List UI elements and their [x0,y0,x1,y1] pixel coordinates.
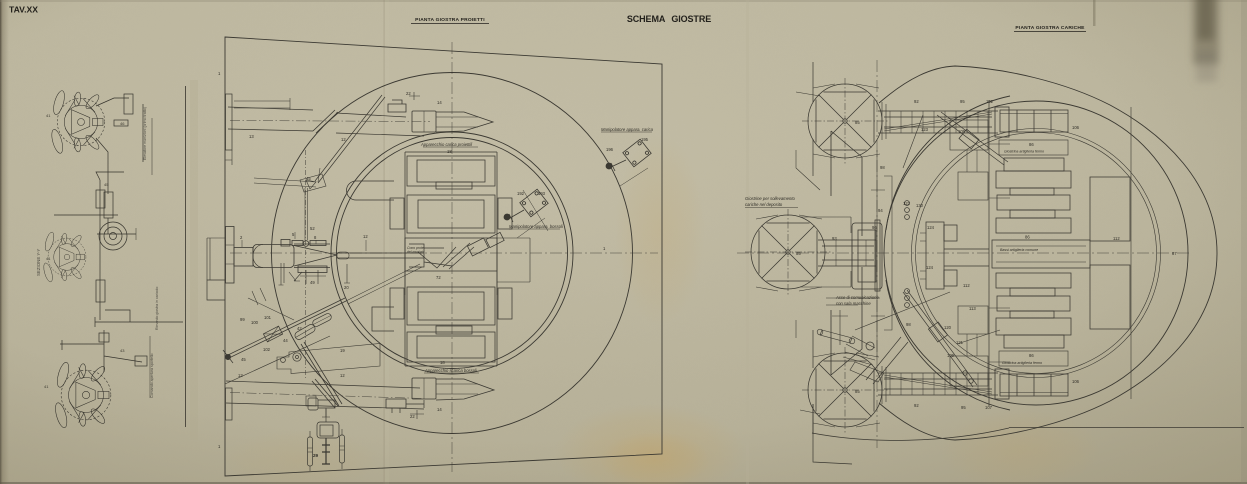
svg-text:195: 195 [641,137,649,142]
svg-text:94: 94 [878,208,883,213]
svg-text:72: 72 [436,275,441,280]
svg-text:45: 45 [241,357,246,362]
svg-text:Giostrine per sollevamento: Giostrine per sollevamento [745,196,795,201]
svg-text:22: 22 [410,414,415,419]
svg-text:con sala macchine: con sala macchine [836,301,871,306]
svg-text:124: 124 [927,225,935,230]
svg-text:cariche nel deposito: cariche nel deposito [745,202,783,207]
svg-text:85: 85 [796,251,801,256]
svg-text:87: 87 [1172,251,1177,256]
svg-text:120: 120 [944,325,952,330]
svg-text:98: 98 [880,165,885,170]
svg-text:130: 130 [916,203,924,208]
svg-text:42: 42 [297,326,302,331]
svg-text:13: 13 [238,373,243,378]
svg-text:106: 106 [1072,125,1080,130]
svg-text:22: 22 [406,91,411,96]
svg-text:8: 8 [314,235,317,240]
svg-text:45: 45 [104,182,109,187]
svg-text:86: 86 [1029,353,1034,358]
svg-text:112: 112 [963,283,970,288]
svg-text:43: 43 [120,348,125,353]
svg-text:18: 18 [447,149,452,154]
svg-text:5: 5 [292,232,295,237]
svg-text:1: 1 [218,71,221,76]
svg-text:46: 46 [120,121,125,126]
svg-text:18: 18 [440,360,445,365]
svg-text:109: 109 [947,353,955,358]
svg-text:Rimando giostra in caricolo: Rimando giostra in caricolo [155,287,159,330]
svg-text:196: 196 [606,147,614,152]
svg-text:93: 93 [832,236,837,241]
svg-text:1: 1 [218,444,221,449]
svg-text:PIANTA GIOSTRA PROIETTI: PIANTA GIOSTRA PROIETTI [415,17,485,23]
svg-text:PIANTA GIOSTRA CARICHE: PIANTA GIOSTRA CARICHE [1015,25,1085,31]
svg-text:49: 49 [310,280,315,285]
svg-text:99: 99 [240,317,245,322]
svg-text:Comando apertura sportello: Comando apertura sportello [150,353,154,398]
svg-text:41: 41 [46,113,51,118]
svg-text:98: 98 [906,322,911,327]
svg-text:12: 12 [340,373,345,378]
svg-text:45: 45 [306,176,311,181]
svg-text:12: 12 [363,234,368,239]
svg-text:86: 86 [1025,235,1030,240]
svg-text:52: 52 [310,226,315,231]
svg-text:13: 13 [249,134,254,139]
svg-text:41: 41 [46,256,51,261]
svg-text:124: 124 [926,265,934,270]
svg-text:121: 121 [956,340,964,345]
svg-text:Bassi artiglieria comune: Bassi artiglieria comune [1000,248,1038,252]
svg-text:14: 14 [437,407,442,412]
svg-text:92: 92 [914,99,919,104]
svg-text:Apparecchio scarica bossoli: Apparecchio scarica bossoli [424,368,478,373]
svg-text:95: 95 [960,99,965,104]
svg-text:SCHEMA GIOSTRE: SCHEMA GIOSTRE [627,14,711,24]
svg-text:123: 123 [921,127,929,132]
svg-text:Manipolatore appara. carica: Manipolatore appara. carica [601,127,654,132]
svg-text:2: 2 [240,235,243,240]
svg-text:SEZIONE Y-Y: SEZIONE Y-Y [36,249,41,276]
svg-text:122: 122 [903,201,911,206]
svg-text:107: 107 [985,405,993,410]
svg-text:Asse di comunicazione: Asse di comunicazione [835,295,879,300]
svg-text:109: 109 [958,129,966,134]
svg-text:Apparecchio carica proiettili: Apparecchio carica proiettili [420,142,473,147]
svg-text:85: 85 [855,389,860,394]
svg-text:102: 102 [986,99,994,104]
svg-text:14: 14 [437,100,442,105]
svg-text:95: 95 [961,405,966,410]
svg-text:29: 29 [313,453,319,458]
svg-text:102: 102 [263,347,271,352]
svg-text:112: 112 [1113,236,1120,241]
svg-text:44: 44 [283,338,288,343]
svg-text:TAV.XX: TAV.XX [9,5,38,15]
svg-text:100: 100 [251,320,259,325]
svg-text:192: 192 [517,191,525,196]
svg-text:del munizio: del munizio [407,250,424,254]
svg-text:193: 193 [538,191,546,196]
svg-text:19: 19 [340,348,345,353]
svg-text:86: 86 [1029,142,1034,147]
svg-text:1: 1 [603,246,606,251]
svg-text:Elevatore munizioni (primo tr: Elevatore munizioni (primo tratto) [143,107,147,160]
svg-text:Giostrina artiglieria fermo: Giostrina artiglieria fermo [1004,150,1044,154]
svg-text:41: 41 [44,384,49,389]
svg-text:Giostrina artiglieria fermo: Giostrina artiglieria fermo [1002,361,1042,365]
svg-text:106: 106 [1072,379,1080,384]
svg-text:Cono prote.: Cono prote. [407,246,425,250]
svg-text:85: 85 [855,120,860,125]
svg-text:101: 101 [264,315,272,320]
svg-text:92: 92 [914,403,919,408]
svg-text:Manipolatore appara. bossoli: Manipolatore appara. bossoli [509,224,564,229]
svg-text:12: 12 [341,137,346,142]
svg-text:113: 113 [969,306,976,311]
svg-text:20: 20 [344,285,349,290]
svg-text:96: 96 [872,225,877,230]
